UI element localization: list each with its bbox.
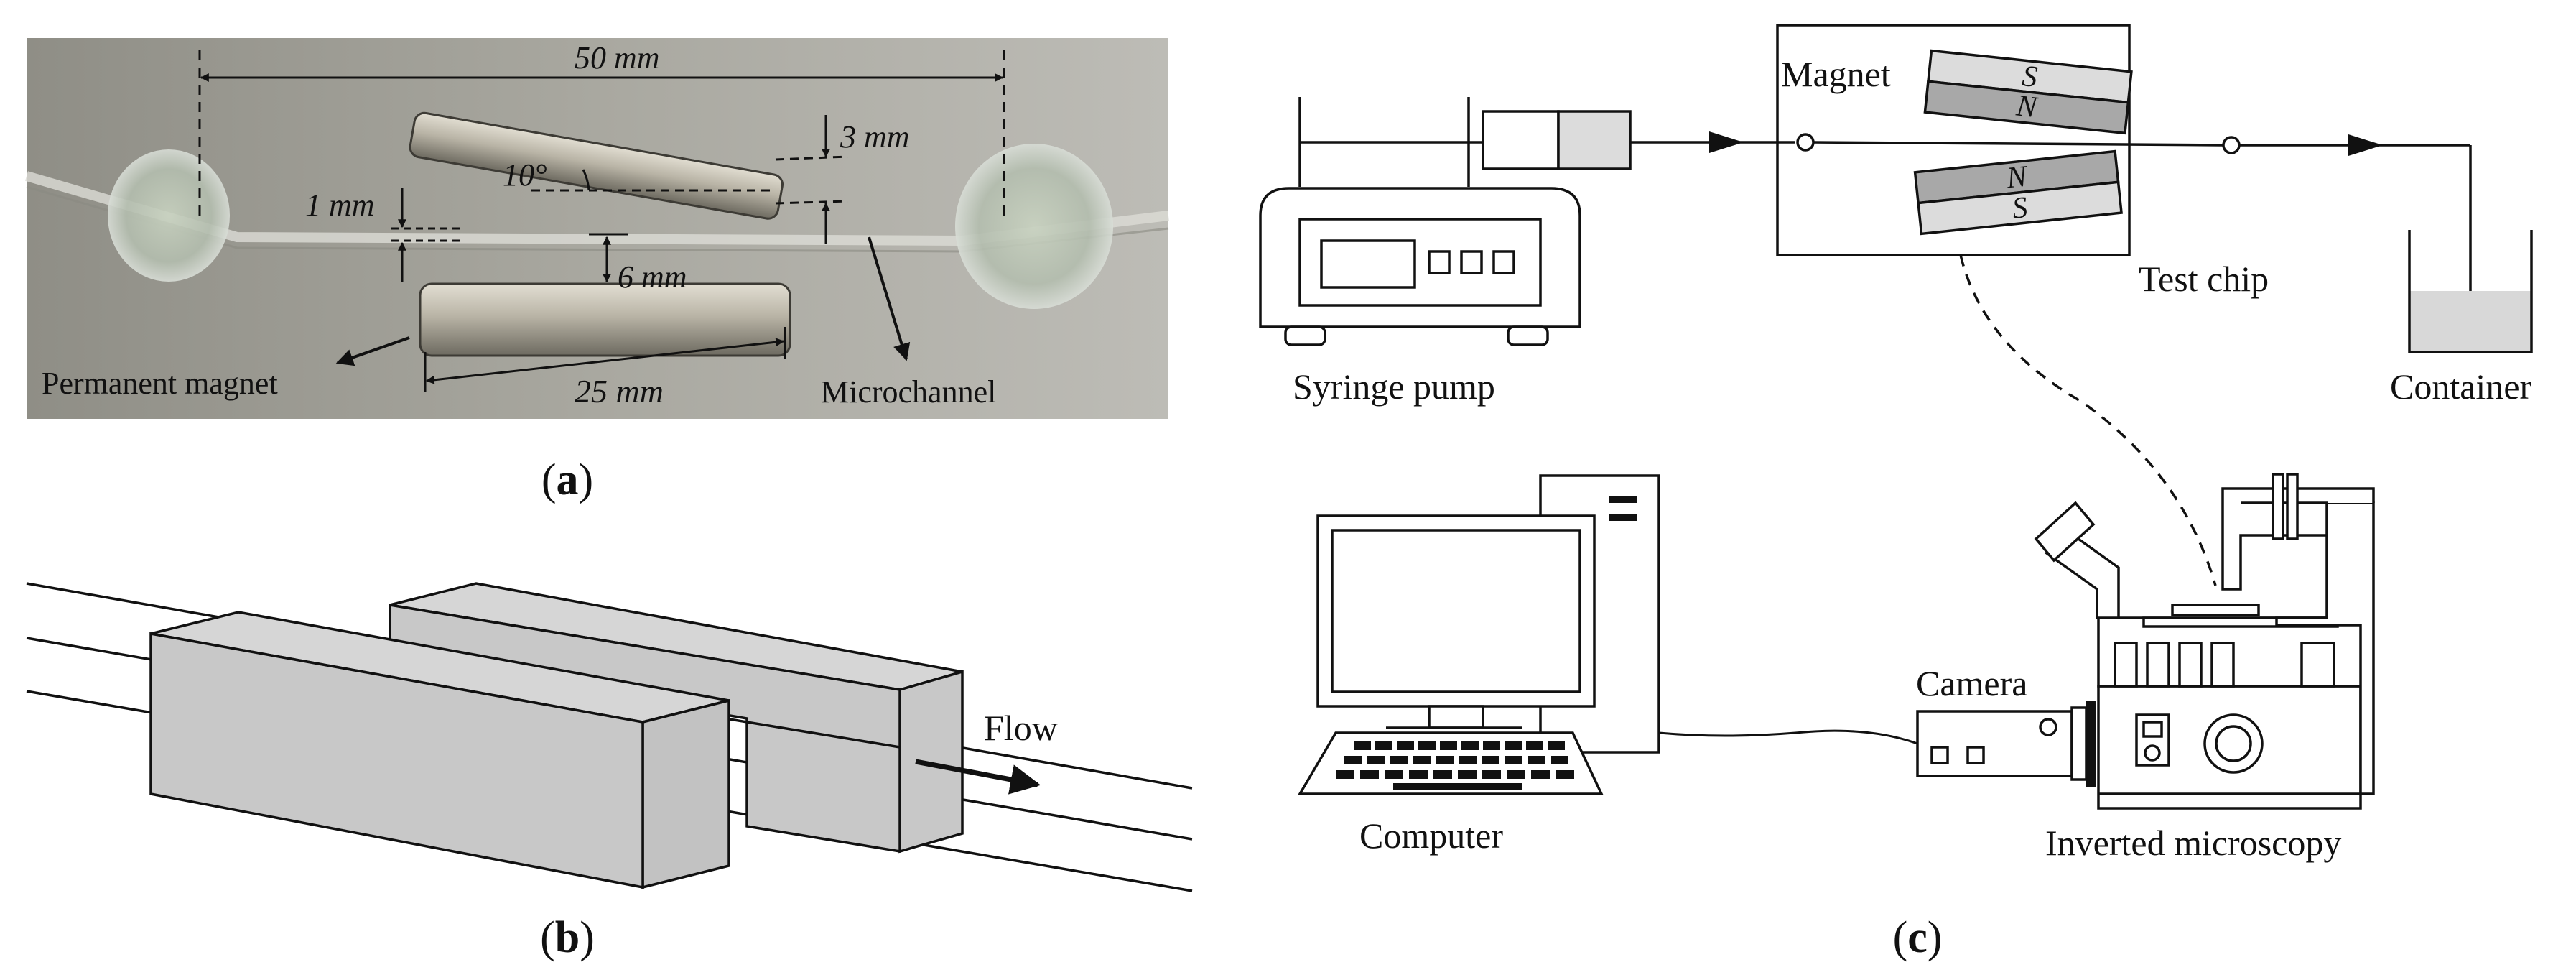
panel-b-drawing: Flow	[26, 582, 1193, 892]
panel-c-drawing: Syringe pump S N N S Magnet Test chip	[1259, 24, 2533, 863]
monitor-screen	[1331, 529, 1581, 693]
pole-s-top: S	[2021, 60, 2040, 94]
camera-lens	[2070, 706, 2088, 781]
camera-cable	[1658, 729, 1918, 745]
computer-label: Computer	[1359, 815, 1503, 856]
keyboard-keys	[1336, 741, 1574, 790]
pole-s-bottom: S	[2011, 191, 2029, 226]
pole-n-top: N	[2014, 89, 2040, 124]
camera-label: Camera	[1916, 663, 2027, 703]
dim-line-25	[425, 338, 785, 384]
dim-1-label: 1 mm	[305, 188, 375, 223]
pump-button-2	[1460, 250, 1483, 274]
back-magnet-side	[898, 670, 964, 854]
front-magnet-side	[641, 698, 730, 889]
test-chip-box	[1776, 24, 2131, 256]
pump-button-1	[1428, 250, 1451, 274]
microchannel-label: Microchannel	[821, 374, 996, 410]
camera-body	[1916, 710, 2073, 777]
monitor-stand	[1428, 705, 1484, 729]
dashed-link	[1959, 254, 2217, 586]
magnet-label: Magnet	[1781, 54, 1891, 94]
panel-a-photo: 50 mm 3 mm 10° 1 mm 6 mm 25 mm Permanent…	[25, 38, 1169, 419]
panel-b-label: (b)	[540, 913, 595, 962]
pump-foot-left	[1284, 325, 1326, 346]
inverted-microscope	[2034, 473, 2375, 810]
chip-magnet-bottom-s	[1917, 180, 2123, 236]
glue-drop-left	[108, 149, 230, 282]
front-magnet-front	[149, 632, 644, 889]
dim-6-label: 6 mm	[618, 259, 687, 295]
pump-display	[1320, 239, 1416, 289]
inverted-microscopy-label: Inverted microscopy	[2045, 823, 2341, 863]
chip-outlet	[2222, 136, 2241, 154]
syringe-barrel	[1482, 110, 1560, 170]
pump-foot-right	[1507, 325, 1549, 346]
magnet-photo-bottom	[419, 282, 791, 357]
dim-3-label: 3 mm	[840, 119, 910, 154]
magnet-photo-top	[409, 111, 784, 220]
pump-panel	[1298, 218, 1542, 307]
container-beaker	[2408, 230, 2533, 353]
syringe-pump-label: Syringe pump	[1293, 366, 1495, 407]
angle-label: 10°	[503, 157, 547, 193]
flow-arrow	[915, 759, 1041, 795]
container-label: Container	[2390, 366, 2532, 407]
container-liquid	[2409, 291, 2531, 352]
pole-n-bottom: N	[2004, 160, 2030, 195]
glue-drop-right	[955, 144, 1113, 309]
panel-c-label: (c)	[1893, 913, 1943, 962]
syringe-fill	[1557, 110, 1632, 170]
test-chip-label: Test chip	[2139, 259, 2269, 299]
dim-25-label: 25 mm	[575, 373, 664, 410]
flow-label: Flow	[984, 708, 1058, 748]
panel-a-label: (a)	[541, 456, 593, 504]
syringe-pump-body	[1259, 187, 1581, 328]
chip-magnet-top-n	[1923, 80, 2130, 135]
permanent-magnet-label: Permanent magnet	[42, 366, 278, 401]
dim-50-label: 50 mm	[575, 40, 660, 75]
chip-inlet	[1796, 133, 1815, 152]
pump-button-3	[1492, 250, 1515, 274]
